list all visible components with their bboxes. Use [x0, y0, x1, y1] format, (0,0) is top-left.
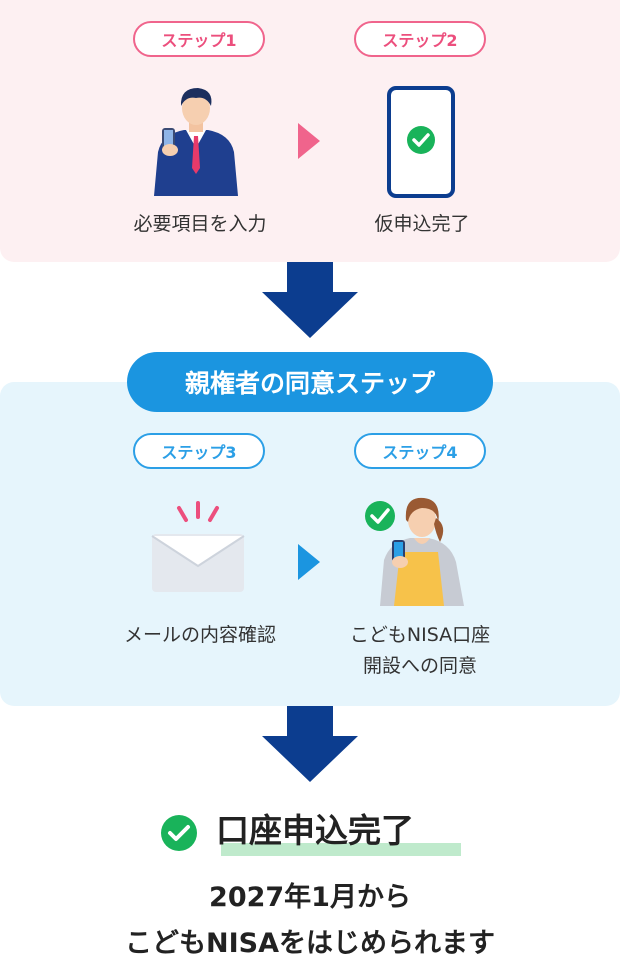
- woman-with-phone-icon: [365, 497, 464, 606]
- step1-badge: ステップ1: [133, 21, 265, 57]
- right-triangle-icon: [298, 544, 320, 580]
- step2-label: 仮申込完了: [374, 213, 470, 235]
- phone-check-icon: [387, 86, 455, 198]
- title-highlight: [221, 843, 461, 856]
- businessman-icon: [154, 88, 238, 196]
- step4-label-line1: こどもNISA口座: [349, 624, 491, 646]
- step4-label-line2: 開設への同意: [362, 655, 477, 677]
- footer-line2: こどもNISAをはじめられます: [125, 928, 495, 959]
- down-arrow-icon: [262, 262, 358, 338]
- check-circle-icon: [161, 815, 197, 851]
- guardian-consent-banner: 親権者の同意ステップ: [127, 352, 493, 412]
- footer-line1: 2027年1月から: [209, 882, 411, 913]
- envelope-icon: [151, 501, 245, 592]
- step3-label: メールの内容確認: [123, 624, 276, 646]
- right-triangle-icon: [298, 123, 320, 159]
- step4-badge: ステップ4: [354, 433, 486, 469]
- step1-label: 必要項目を入力: [133, 213, 267, 235]
- step2-badge: ステップ2: [354, 21, 486, 57]
- completion-title: 口座申込完了: [216, 811, 414, 850]
- step3-badge: ステップ3: [133, 433, 265, 469]
- down-arrow-icon: [262, 706, 358, 782]
